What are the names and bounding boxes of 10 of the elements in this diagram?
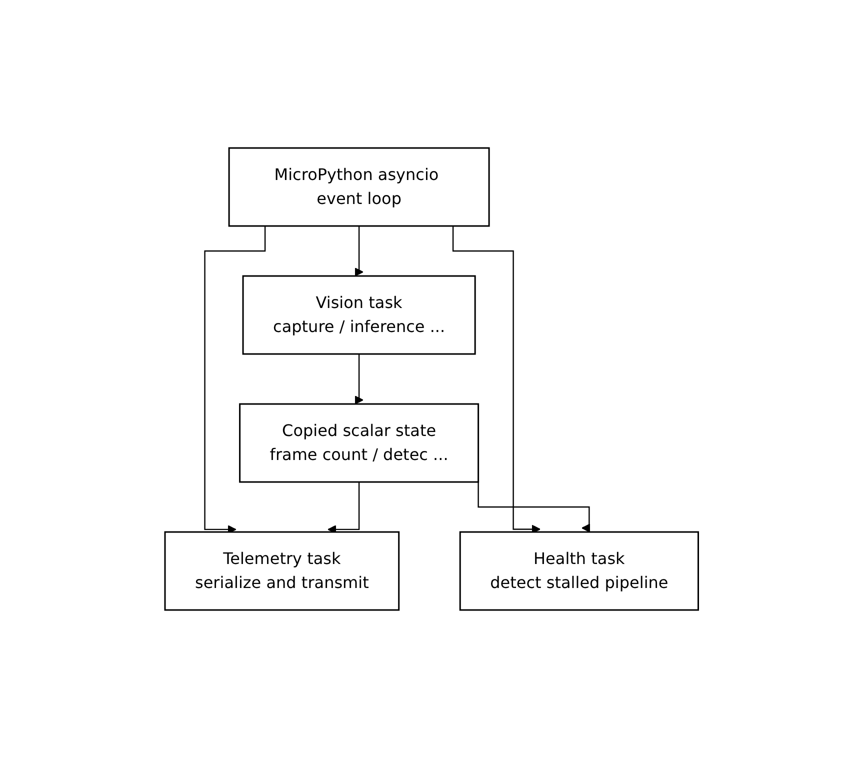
arrow [354,354,364,404]
arrow [452,226,540,534]
node-box: Health task detect stalled pipeline [459,531,699,611]
node-box: Copied scalar state frame count / detec ... [238,403,479,483]
arrow [204,226,266,534]
arrow [327,482,360,534]
arrow [354,226,364,276]
node-box: Vision task capture / inference ... [242,275,476,355]
node-box: MicroPython asyncio event loop [228,147,490,227]
node-box: Telemetry task serialize and transmit [164,531,400,611]
